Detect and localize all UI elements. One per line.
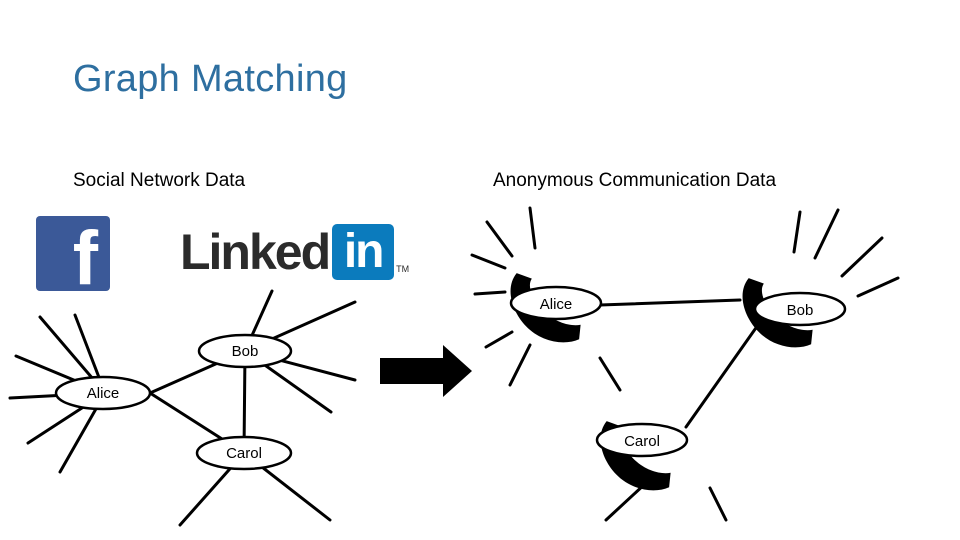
social-node-carol-label: Carol: [226, 445, 262, 462]
slide-title: Graph Matching: [73, 58, 348, 100]
anon-node-bob: Bob: [753, 291, 847, 327]
linkedin-in-box: in: [332, 224, 395, 280]
anon-node-bob-label: Bob: [787, 302, 814, 319]
social-node-alice-label: Alice: [87, 385, 120, 402]
facebook-f-glyph: f: [72, 216, 98, 292]
right-arrow: [380, 345, 472, 397]
anon-node-carol: Carol: [595, 422, 689, 458]
social-node-bob: Bob: [197, 333, 293, 369]
anon-node-carol-label: Carol: [624, 433, 660, 450]
linkedin-logo: Linked in TM: [180, 222, 409, 282]
anon-node-alice-label: Alice: [540, 296, 573, 313]
linkedin-wordmark: Linked: [180, 224, 331, 280]
social-node-carol: Carol: [195, 435, 293, 471]
social-network-heading: Social Network Data: [73, 170, 246, 191]
social-node-bob-label: Bob: [232, 343, 259, 360]
communication-graph-edges: [470, 206, 900, 522]
linkedin-trademark: TM: [396, 264, 410, 274]
facebook-logo: f: [36, 216, 110, 291]
anon-node-alice: Alice: [509, 285, 603, 321]
social-node-alice: Alice: [54, 375, 152, 411]
anonymous-communication-heading: Anonymous Communication Data: [493, 170, 777, 191]
social-graph-edges: [8, 289, 357, 527]
